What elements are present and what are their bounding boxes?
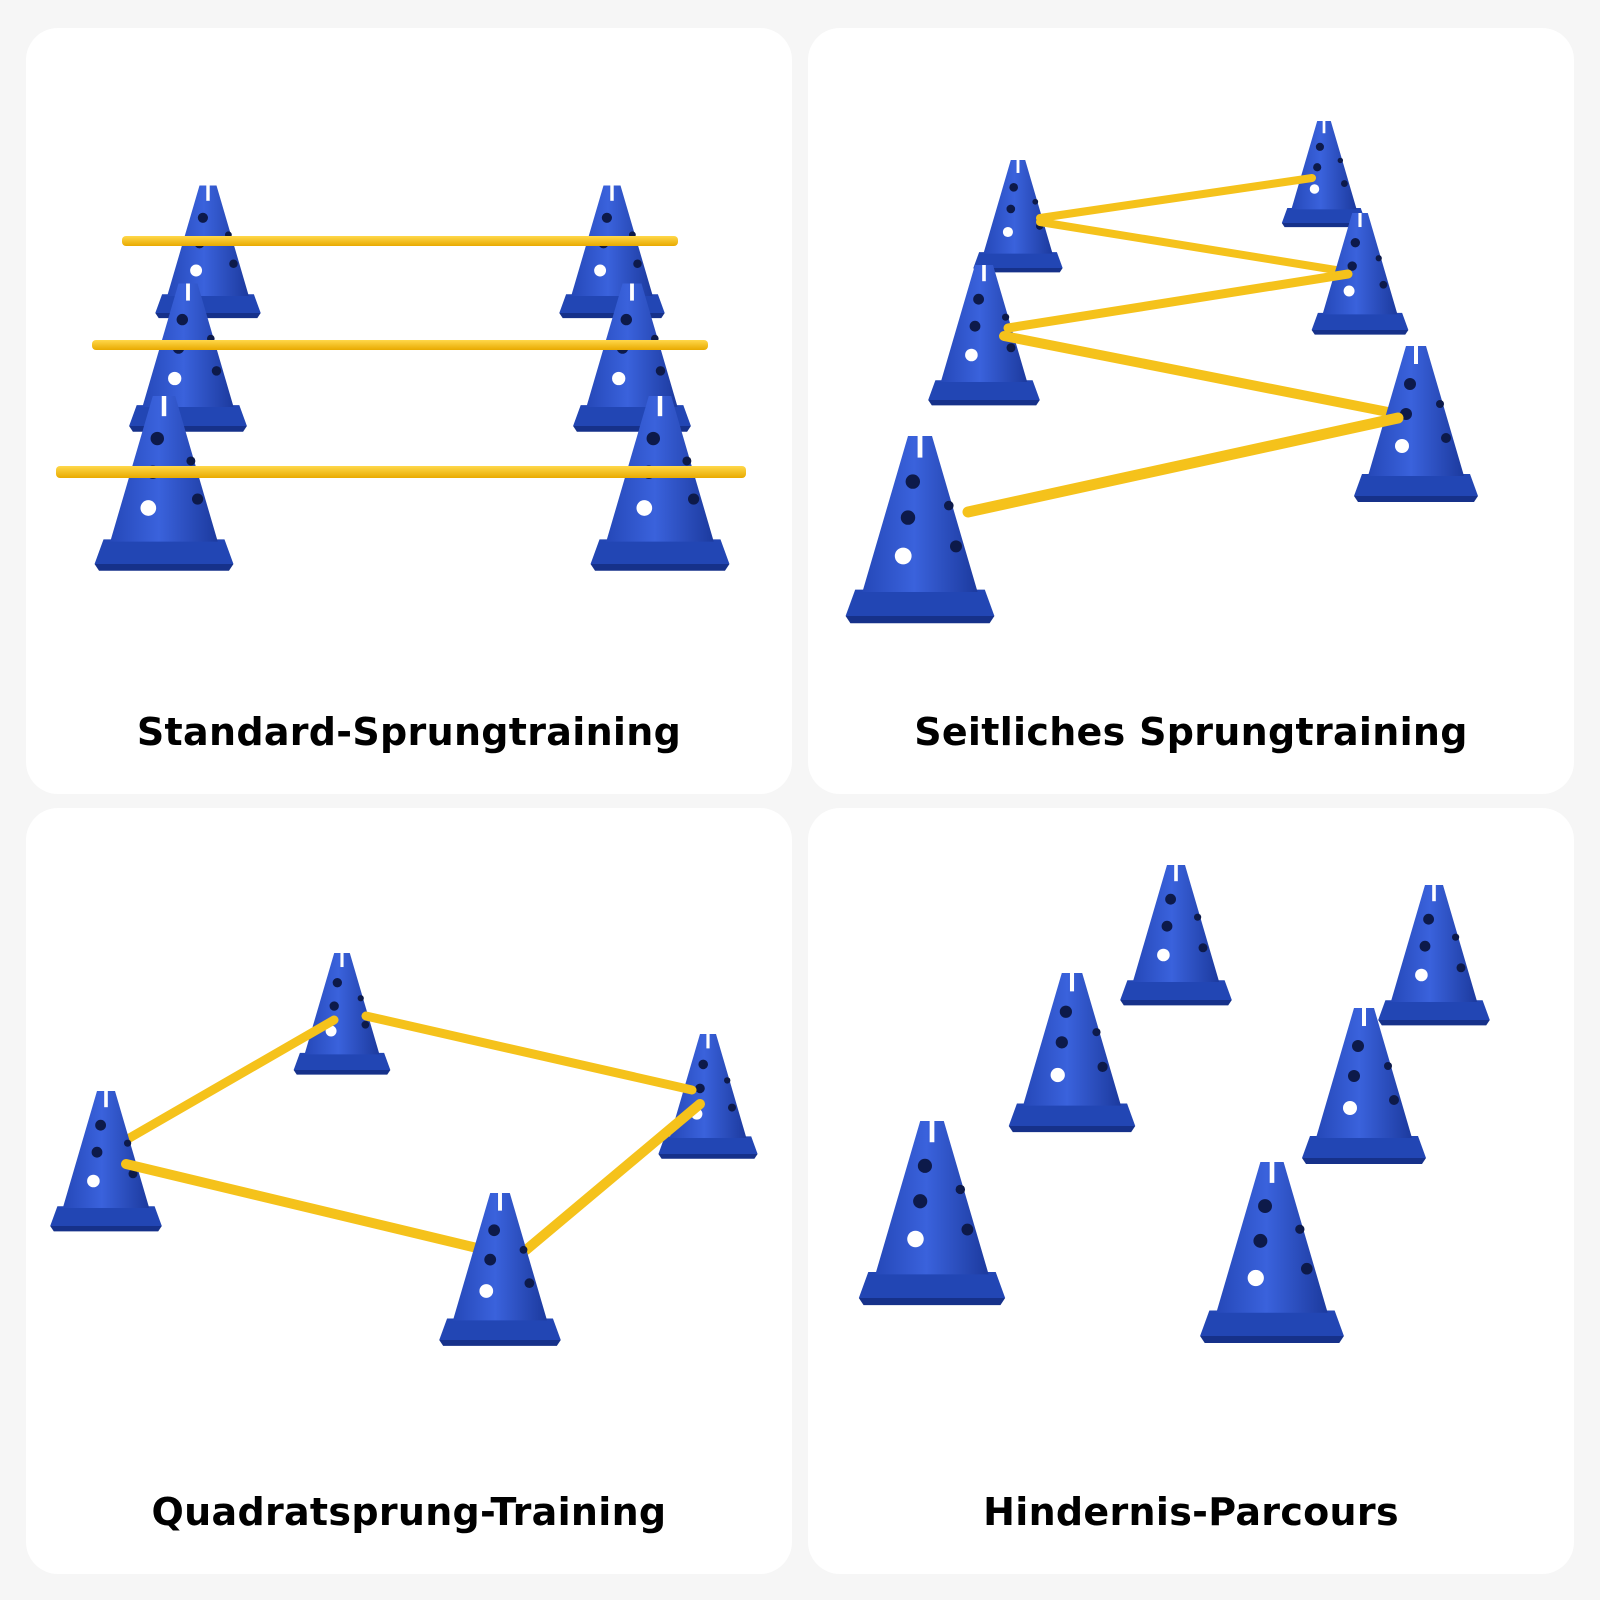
pole [92, 340, 708, 350]
cone [559, 185, 665, 319]
cone [1200, 1162, 1344, 1343]
pole [999, 331, 1393, 417]
pole [121, 1159, 507, 1259]
cone [50, 1091, 162, 1232]
panel-standard-jump-training: Standard-Sprungtraining [26, 28, 792, 794]
illustration-standard-jump [56, 185, 746, 571]
panel-caption: Hindernis-Parcours [983, 1490, 1399, 1534]
cone [1120, 865, 1232, 1006]
pole [521, 1099, 705, 1255]
panel-caption: Standard-Sprungtraining [136, 710, 682, 754]
cone [658, 1034, 758, 1159]
pole [121, 1015, 339, 1145]
illustration-obstacle-course [858, 865, 1490, 1343]
illustration-lateral-jump [845, 121, 1478, 624]
pole [962, 412, 1404, 518]
cone [439, 1193, 561, 1346]
illustration-square-jump [50, 953, 758, 1346]
pole [1036, 218, 1352, 276]
cone [845, 436, 995, 624]
cone [858, 1121, 1006, 1306]
pole [1003, 269, 1353, 333]
cone [155, 185, 261, 319]
pole [1036, 174, 1316, 222]
cone [1281, 121, 1367, 228]
cone [1378, 885, 1490, 1026]
panel-lateral-jump-training: Seitliches Sprungtraining [808, 28, 1574, 794]
cone [1008, 973, 1136, 1133]
panel-caption: Seitliches Sprungtraining [914, 710, 1468, 754]
pole [56, 466, 746, 478]
panel-caption: Quadratsprung-Training [151, 1490, 667, 1534]
panel-obstacle-course: Hindernis-Parcours [808, 808, 1574, 1574]
cone [1302, 1008, 1426, 1164]
pole [361, 1011, 697, 1095]
panel-square-jump-training: Quadratsprung-Training [26, 808, 792, 1574]
pole [122, 236, 678, 246]
